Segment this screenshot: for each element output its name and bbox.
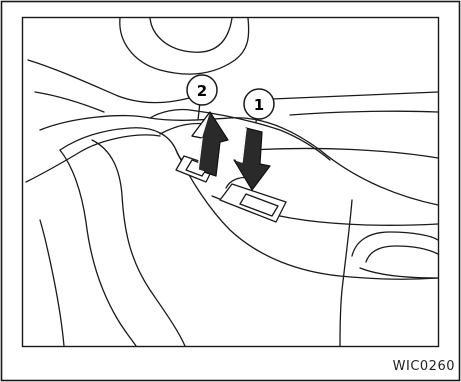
- callout-2-number: 2: [197, 82, 207, 100]
- callout-2: 2: [187, 75, 217, 105]
- callout-1-number: 1: [254, 96, 264, 114]
- figure-code: WIC0260: [393, 359, 455, 374]
- callout-1: 1: [244, 89, 274, 119]
